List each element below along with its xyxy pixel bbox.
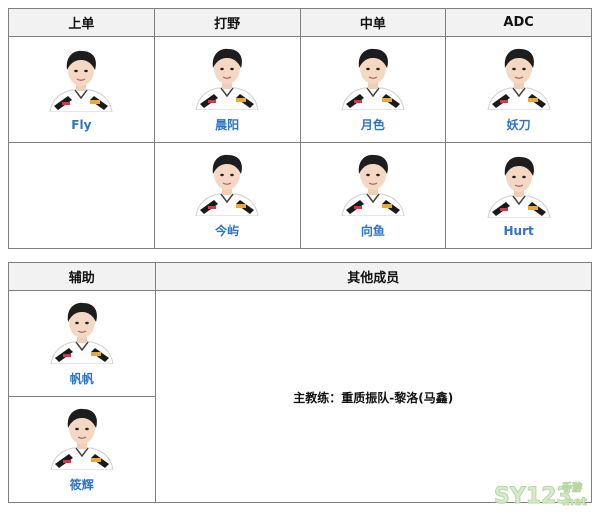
player-photo [194,152,260,216]
player-cell: 帆帆 [8,290,156,397]
player-cell: 筱辉 [8,396,156,503]
watermark-domain: .net [562,495,587,508]
header-other-members: 其他成员 [154,262,592,291]
player-cell: 月色 [299,36,447,143]
player-photo [194,46,260,110]
player-name: Fly [71,117,92,132]
player-name: Hurt [503,223,534,238]
player-photo [340,46,406,110]
player-photo [49,300,115,364]
player-name: 筱辉 [69,478,94,492]
player-photo [486,46,552,110]
watermark-sub: 手游 [562,481,582,494]
header-jungle: 打野 [153,8,301,37]
header-mid: 中单 [299,8,447,37]
watermark-text: SY123 [494,484,572,509]
player-name: 帆帆 [69,372,94,386]
player-name: 妖刀 [506,118,531,132]
player-name: 今屿 [215,224,240,238]
empty-cell [8,142,155,249]
player-name: 月色 [360,118,385,132]
watermark-logo: SY123 手游 .net [494,481,587,510]
header-support: 辅助 [8,262,156,291]
player-cell: 妖刀 [445,36,592,143]
player-photo [486,154,552,218]
header-adc: ADC [445,8,592,37]
other-members-cell: 主教练：重质振队-黎洛(马鑫) [154,290,592,503]
player-photo [49,406,115,470]
header-top-lane: 上单 [8,8,155,37]
player-name: 向鱼 [360,224,385,238]
player-photo [340,152,406,216]
player-cell: 今屿 [153,142,301,249]
roster-table-bottom: 辅助 其他成员 帆帆 主教练：重质振队-黎洛(马鑫) 筱辉 [8,262,592,503]
roster-table-top: 上单 打野 中单 ADC Fly 晨阳 月色 妖刀 今屿 向鱼 [8,8,592,249]
player-cell: Hurt [445,142,592,249]
player-photo [48,48,114,112]
player-cell: Fly [8,36,155,143]
player-cell: 晨阳 [153,36,301,143]
coach-text: 主教练：重质振队-黎洛(马鑫) [293,391,454,405]
player-name: 晨阳 [215,118,240,132]
player-cell: 向鱼 [299,142,447,249]
